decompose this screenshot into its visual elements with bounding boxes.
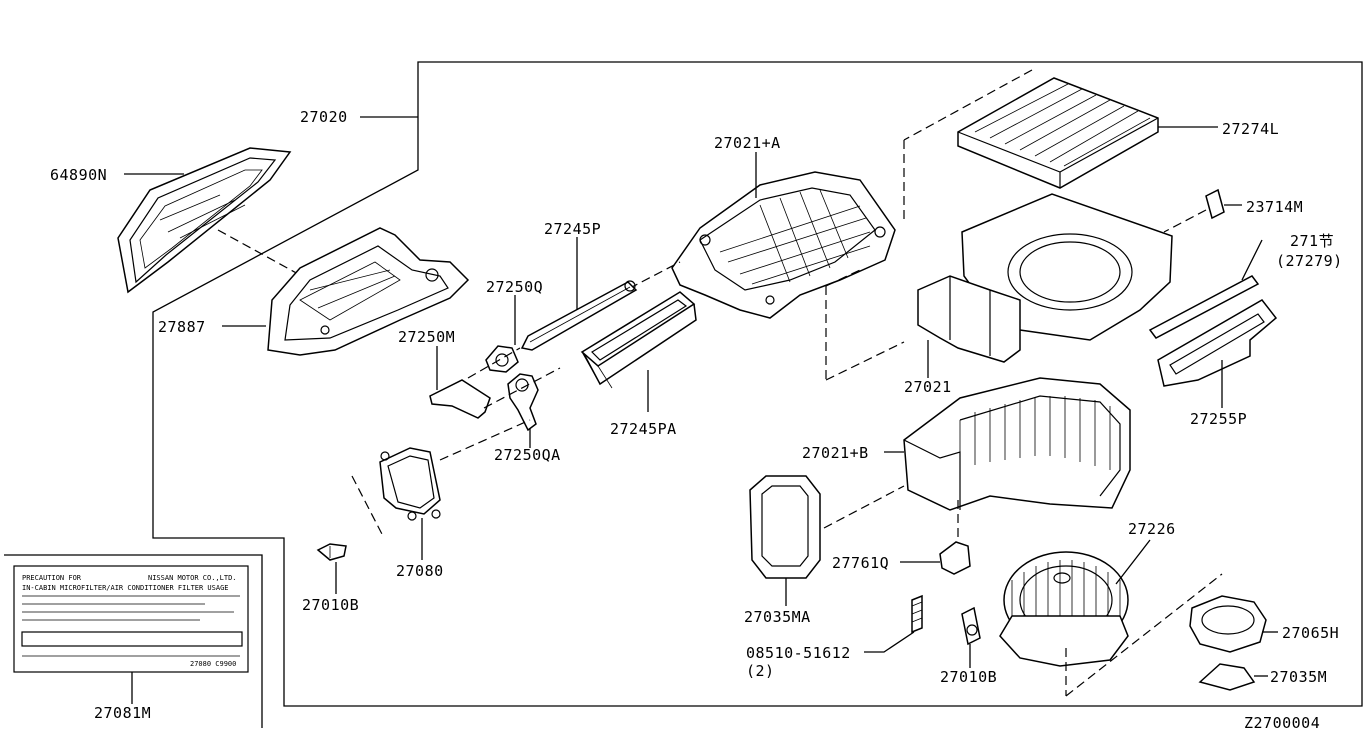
callout-27010B-right: 27010B — [940, 668, 997, 686]
callout-27245P: 27245P — [544, 220, 601, 238]
clip-part — [1205, 188, 1225, 220]
callout-27021B: 27021+B — [802, 444, 869, 462]
cabin-filter-part — [957, 77, 1159, 189]
callout-271-sect: 271节 — [1290, 232, 1334, 250]
sensor-part — [939, 541, 971, 575]
caution-label-panel: PRECAUTION FOR NISSAN MOTOR CO.,LTD. IN-… — [4, 554, 263, 728]
callout-23714M: 23714M — [1246, 198, 1303, 216]
callout-27035M: 27035M — [1270, 668, 1327, 686]
callout-27250QA: 27250QA — [494, 446, 561, 464]
callout-27250M: 27250M — [398, 328, 455, 346]
control-module-part — [351, 419, 531, 539]
callout-08510: 08510-51612 — [746, 644, 851, 662]
seal-part — [1198, 663, 1256, 691]
callout-27226: 27226 — [1128, 520, 1176, 538]
callout-27021: 27021 — [904, 378, 952, 396]
intake-duct-part — [267, 227, 470, 356]
callout-08510-qty: (2) — [746, 662, 775, 680]
gasket-frame-part — [580, 291, 697, 389]
callout-27020: 27020 — [300, 108, 348, 126]
actuator-assembly-part — [429, 345, 561, 432]
callout-27245PA: 27245PA — [610, 420, 677, 438]
callout-27250Q: 27250Q — [486, 278, 543, 296]
blower-housing-upper-part — [917, 193, 1173, 363]
callout-27274L: 27274L — [1222, 120, 1279, 138]
callout-27080: 27080 — [396, 562, 444, 580]
gasket-ring-part — [749, 475, 821, 579]
screw-part-right — [961, 606, 981, 646]
callout-27279: (27279) — [1276, 252, 1343, 270]
callout-27065H: 27065H — [1282, 624, 1339, 642]
caution-footer-code: 27080 C9900 — [190, 660, 236, 668]
caution-header-left: PRECAUTION FOR — [22, 574, 82, 582]
callout-64890N: 64890N — [50, 166, 107, 184]
bracket-part — [1157, 299, 1278, 387]
screw-part-mid — [911, 594, 923, 634]
rod-part — [1148, 275, 1260, 339]
callout-27887: 27887 — [158, 318, 206, 336]
drain-tube-part — [520, 280, 638, 351]
callout-27035MA: 27035MA — [744, 608, 811, 626]
scroll-housing-part — [903, 377, 1131, 511]
callout-27761Q: 27761Q — [832, 554, 889, 572]
caution-label — [13, 565, 249, 673]
callout-27255P: 27255P — [1190, 410, 1247, 428]
evaporator-housing-part — [671, 171, 896, 319]
screw-part-left — [316, 543, 347, 561]
diagram-code: Z2700004 — [1244, 714, 1320, 732]
blower-motor-part — [999, 551, 1129, 667]
callout-27021A: 27021+A — [714, 134, 781, 152]
caution-header-right: NISSAN MOTOR CO.,LTD. — [148, 574, 237, 582]
filter-cover-part — [117, 147, 292, 294]
caution-line2: IN-CABIN MICROFILTER/AIR CONDITIONER FIL… — [22, 584, 229, 592]
callout-27010B-left: 27010B — [302, 596, 359, 614]
motor-cover-part — [1189, 595, 1267, 653]
callout-27081M: 27081M — [94, 704, 151, 722]
assembly-frame — [152, 61, 1363, 707]
